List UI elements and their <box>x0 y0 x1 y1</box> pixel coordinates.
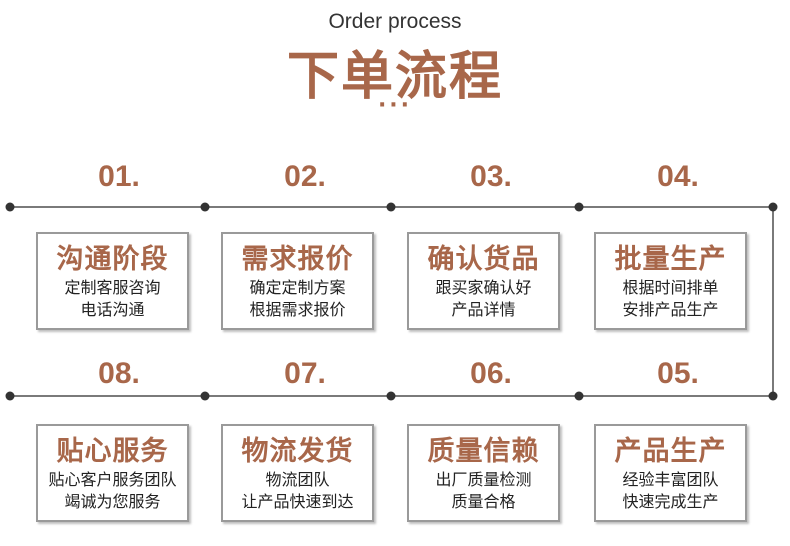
step-3-box: 确认货品 跟买家确认好 产品详情 <box>407 232 560 330</box>
step-8-line-2: 竭诚为您服务 <box>64 492 161 511</box>
header-title-zh: 下单流程 <box>286 47 503 107</box>
step-8-box: 贴心服务 贴心客户服务团队 竭诚为您服务 <box>36 424 189 522</box>
connector-node <box>768 391 778 401</box>
connector-node <box>574 202 584 212</box>
step-1-line-1: 定制客服咨询 <box>64 278 161 297</box>
header-dots-decoration: ··· <box>377 93 413 118</box>
step-4-line-2: 安排产品生产 <box>622 300 719 319</box>
step-5-number: 05. <box>657 357 699 390</box>
step-3-line-1: 跟买家确认好 <box>435 278 532 297</box>
step-3-line-2: 产品详情 <box>451 300 516 319</box>
step-4-number: 04. <box>657 160 699 193</box>
connector-node <box>386 202 396 212</box>
step-7-box: 物流发货 物流团队 让产品快速到达 <box>221 424 374 522</box>
step-7-title: 物流发货 <box>241 436 354 467</box>
step-3-title: 确认货品 <box>427 244 540 275</box>
step-4-line-1: 根据时间排单 <box>622 278 719 297</box>
step-4-title: 批量生产 <box>614 244 727 275</box>
connector-node <box>574 391 584 401</box>
step-6-number: 06. <box>470 357 512 390</box>
connector-node <box>5 202 15 212</box>
step-2-box: 需求报价 确定定制方案 根据需求报价 <box>221 232 374 330</box>
step-2-title: 需求报价 <box>241 244 354 275</box>
step-5-box: 产品生产 经验丰富团队 快速完成生产 <box>594 424 747 522</box>
step-6-box: 质量信赖 出厂质量检测 质量合格 <box>407 424 560 522</box>
step-1-box: 沟通阶段 定制客服咨询 电话沟通 <box>36 232 189 330</box>
step-8-title: 贴心服务 <box>56 436 169 467</box>
connector-node <box>200 391 210 401</box>
step-5-line-1: 经验丰富团队 <box>622 470 719 489</box>
step-2-line-1: 确定定制方案 <box>249 278 346 297</box>
step-1-number: 01. <box>98 160 140 193</box>
step-1-line-2: 电话沟通 <box>80 300 145 319</box>
step-2-number: 02. <box>284 160 326 193</box>
step-5-line-2: 快速完成生产 <box>622 492 719 511</box>
connector-node <box>200 202 210 212</box>
step-8-number: 08. <box>98 357 140 390</box>
header-title-en: Order process <box>328 10 462 33</box>
step-5-title: 产品生产 <box>614 436 727 467</box>
step-4-box: 批量生产 根据时间排单 安排产品生产 <box>594 232 747 330</box>
step-6-title: 质量信赖 <box>427 436 540 467</box>
step-6-line-2: 质量合格 <box>451 492 516 511</box>
step-7-line-1: 物流团队 <box>265 470 330 489</box>
step-8-line-1: 贴心客户服务团队 <box>48 470 177 489</box>
step-2-line-2: 根据需求报价 <box>249 300 346 319</box>
step-1-title: 沟通阶段 <box>56 244 169 275</box>
connector-node <box>768 202 778 212</box>
step-6-line-1: 出厂质量检测 <box>435 470 532 489</box>
step-7-number: 07. <box>284 357 326 390</box>
connector-node <box>386 391 396 401</box>
step-7-line-2: 让产品快速到达 <box>241 492 354 511</box>
step-3-number: 03. <box>470 160 512 193</box>
connector-node <box>5 391 15 401</box>
